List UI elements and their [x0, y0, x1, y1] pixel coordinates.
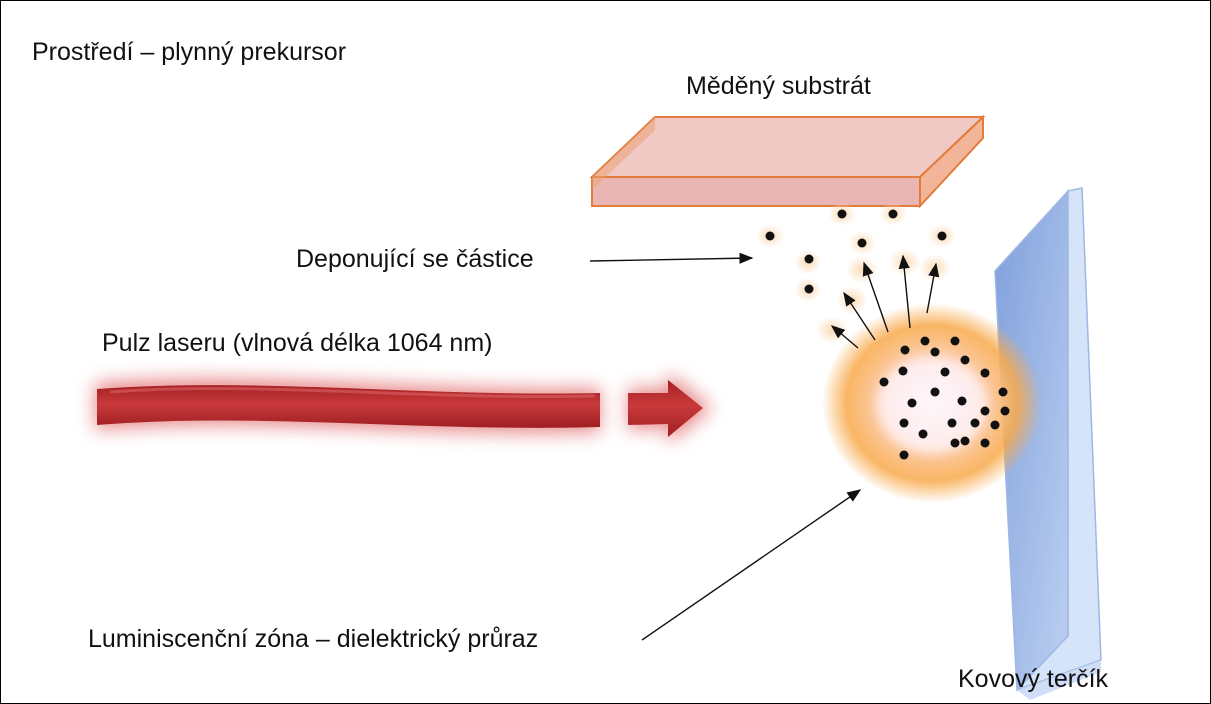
- laser-pulse: [95, 372, 712, 444]
- pointer-arrows: [590, 258, 860, 640]
- copper-substrate: [592, 117, 983, 206]
- zone-label: Luminiscenční zóna – dielektrický průraz: [88, 627, 538, 652]
- luminescent-zone: [822, 303, 1042, 503]
- target-label: Kovový terčík: [958, 667, 1108, 692]
- particles-label: Deponující se částice: [296, 247, 534, 272]
- particles-pointer-arrow: [590, 258, 752, 261]
- zone-pointer-arrow: [642, 490, 860, 640]
- environment-label: Prostředí – plynný prekursor: [32, 40, 346, 65]
- substrate-label: Měděný substrát: [686, 74, 871, 99]
- laser-label: Pulz laseru (vlnová délka 1064 nm): [102, 331, 492, 356]
